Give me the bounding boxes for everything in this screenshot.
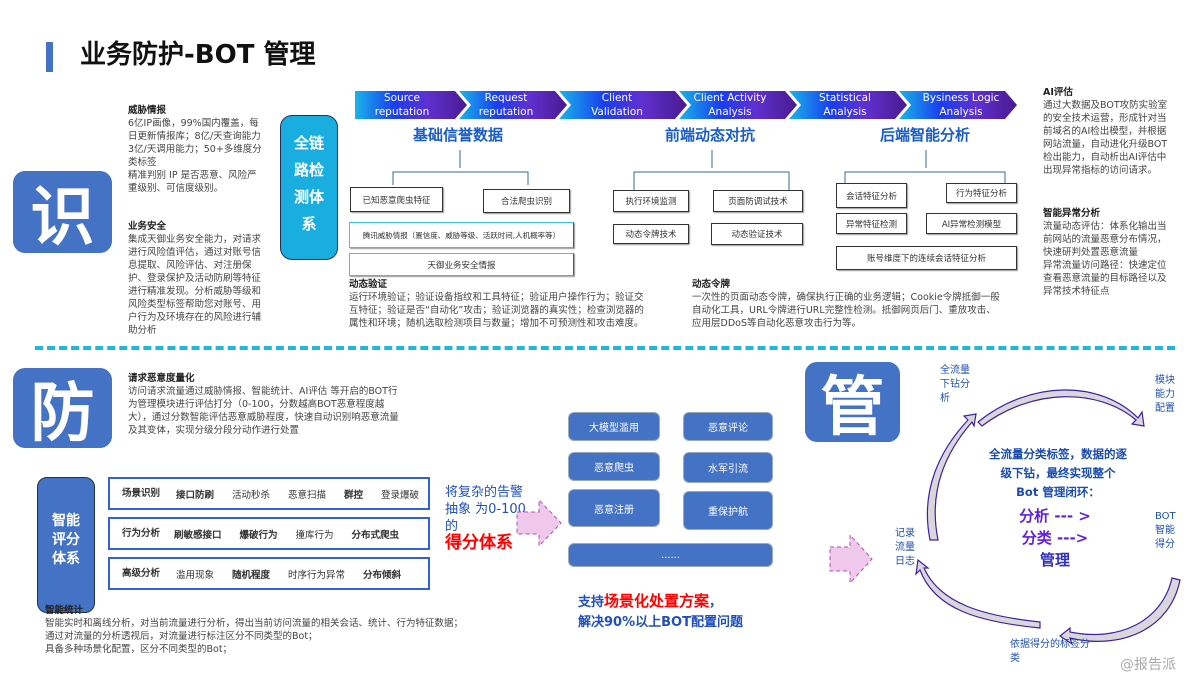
cycle-arrows xyxy=(915,389,1181,646)
item: 分布倾斜 xyxy=(363,569,402,581)
scenario-malicious-crawler[interactable]: 恶意爬虫 xyxy=(568,452,660,481)
cycle-arrow-left xyxy=(926,413,977,541)
quantify-text: 请求恶意度量化 访问请求流量通过威胁情报、智能统计、AI评估 等开启的BOT行为… xyxy=(128,373,399,436)
group-braces xyxy=(392,150,1006,190)
item: 分布式爬虫 xyxy=(351,529,400,541)
identify-badge: 识 xyxy=(13,171,112,255)
scenario-malicious-comment[interactable]: 恶意评论 xyxy=(683,412,773,441)
cycle-arrow-top xyxy=(977,389,1145,427)
chevron-6 xyxy=(899,91,1017,119)
row-advanced: 高级分析 滥用现象 随机程度 时序行为异常 分布倾斜 xyxy=(108,557,430,590)
box-account-session: 账号维度下的连续会话特征分析 xyxy=(836,246,1017,270)
item: 滥用现象 xyxy=(176,569,215,581)
group-header-frontend: 前端动态对抗 xyxy=(665,126,756,144)
group-header-reputation: 基础信誉数据 xyxy=(413,126,504,144)
cycle-label-log: 记录流量日志 xyxy=(895,528,915,567)
box-anomaly-feature: 异常特征检测 xyxy=(836,213,907,234)
box-env-monitor: 执行环境监测 xyxy=(613,190,689,212)
box-ai-anomaly-model: AI异常检测模型 xyxy=(926,213,1017,234)
box-behavior-feature: 行为特征分析 xyxy=(946,183,1017,203)
item: 群控 xyxy=(343,489,363,501)
support-text: 支持场景化处置方案， 解决90%以上BOT配置问题 xyxy=(578,592,743,630)
cycle-label-drilldown: 全流量下钻分析 xyxy=(940,365,970,404)
cycle-label-tag-classify: 依据得分的标签分类 xyxy=(1010,639,1090,664)
detection-system-badge: 全链路检测体系 xyxy=(280,115,338,260)
threat-intel-text: 威胁情报 6亿IP画像，99%国内覆盖，每日更新情报库；8亿/天查询能力 3亿/… xyxy=(128,105,271,194)
scenario-water-army[interactable]: 水军引流 xyxy=(683,452,773,483)
chevron-label-6: Bysiness Logic Analysis xyxy=(922,92,1000,118)
group-header-backend: 后端智能分析 xyxy=(880,126,971,144)
dynamic-verify-text: 动态验证 运行环境验证；验证设备指纹和工具特征；验证用户操作行为；验证交互特征；… xyxy=(349,279,644,329)
chevron-3 xyxy=(559,91,687,119)
cycle-label-module-config: 模块能力配置 xyxy=(1155,375,1175,414)
title-accent-bar xyxy=(46,42,53,72)
chevron-4 xyxy=(679,91,797,119)
cycle-arrow-bottom xyxy=(915,558,1041,629)
section-divider xyxy=(35,346,1175,350)
anomaly-analysis-text: 智能异常分析 流量动态评估：体系化输出当前网站的流量恶意分布情况，快速研判处置恶… xyxy=(1043,208,1167,297)
abstract-text: 将复杂的告警抽象 为0-100的 得分体系 xyxy=(445,485,526,553)
box-known-crawler: 已知恶意爬虫特征 xyxy=(350,187,443,212)
chevron-label-4: Client Activity Analysis xyxy=(693,92,767,118)
cycle-steps: 分析 --- > 分类 ---> 管理 xyxy=(1019,507,1091,569)
item: 撞库行为 xyxy=(295,529,334,541)
item: 接口防刷 xyxy=(175,489,214,501)
item: 活动秒杀 xyxy=(231,489,270,501)
cycle-label-bot-score: BOT智能得分 xyxy=(1155,511,1176,550)
chevron-label-2: Request reputation xyxy=(478,92,534,118)
page-title: 业务防护-BOT 管理 xyxy=(80,40,316,70)
scenario-llm-abuse[interactable]: 大模型滥用 xyxy=(568,412,660,441)
ai-eval-text: AI评估 通过大数据及BOT攻防实验室的安全技术运营，形成针对当前域名的AI检出… xyxy=(1043,87,1168,176)
chevron-1 xyxy=(355,91,467,119)
dynamic-token-text: 动态令牌 一次性的页面动态令牌，确保执行正确的业务逻辑；Cookie令牌抵御一般… xyxy=(692,279,1000,329)
chevron-label-5: Statistical Analysis xyxy=(819,92,871,118)
cycle-center-text: 全流量分类标签，数据的逐级下钻，最终实现整个 Bot 管理闭环： xyxy=(989,447,1127,499)
manage-badge: 管 xyxy=(805,362,900,445)
defend-badge: 防 xyxy=(13,368,112,451)
chevron-flow xyxy=(355,91,1017,119)
item: 随机程度 xyxy=(232,569,271,581)
scenario-malicious-register[interactable]: 恶意注册 xyxy=(568,489,660,527)
row-scenario: 场景识别 接口防刷 活动秒杀 恶意扫描 群控 登录爆破 xyxy=(108,477,430,510)
watermark: @报告派 xyxy=(1120,657,1176,673)
scenario-protection[interactable]: 重保护航 xyxy=(683,491,773,530)
chevron-2 xyxy=(459,91,567,119)
row-behavior: 行为分析 刷敏感接口 爆破行为 撞库行为 分布式爬虫 xyxy=(108,517,430,550)
chevron-label-3: Client Validation xyxy=(591,92,643,118)
item: 登录爆破 xyxy=(381,489,420,501)
scoring-system-badge: 智能评分体系 xyxy=(37,477,95,613)
box-tianyu-intel: 天御业务安全情报 xyxy=(349,253,574,276)
box-anti-debug: 页面防调试技术 xyxy=(713,190,803,212)
box-tencent-threat-intel: 腾讯威胁情报（置信度、威胁等级、活跃时间,人机概率等） xyxy=(349,222,574,248)
box-dynamic-verify: 动态验证技术 xyxy=(711,223,803,245)
item: 时序行为异常 xyxy=(288,569,346,581)
arrow-right-icon xyxy=(516,498,562,548)
box-session-feature: 会话特征分析 xyxy=(836,183,907,208)
chevron-5 xyxy=(789,91,907,119)
chevron-label-1: Source reputation xyxy=(374,92,430,118)
smart-stats-text: 智能统计 智能实时和离线分析，对当前流量进行分析，得出当前访问流量的相关会话、统… xyxy=(45,605,464,655)
arrow-right-icon xyxy=(829,533,873,585)
cycle-arrow-right xyxy=(1058,577,1181,646)
item: 刷敏感接口 xyxy=(174,529,222,541)
scenario-more[interactable]: ...... xyxy=(568,543,773,567)
box-dynamic-token: 动态令牌技术 xyxy=(613,224,689,244)
biz-security-text: 业务安全 集成天御业务安全能力，对请求进行风险值评估，通过对账号信息提取、风险评… xyxy=(128,221,262,336)
box-legit-crawler: 合法爬虫识别 xyxy=(483,189,570,213)
item: 爆破行为 xyxy=(239,529,278,541)
item: 恶意扫描 xyxy=(287,489,326,501)
